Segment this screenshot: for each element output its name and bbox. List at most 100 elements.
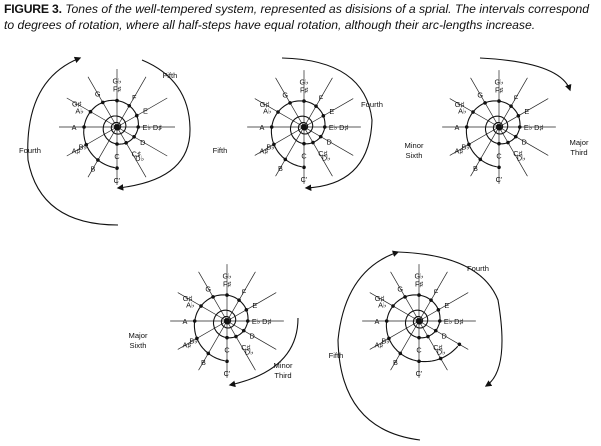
note-dot <box>115 166 119 170</box>
spiral-curve <box>83 99 139 169</box>
note-label: B <box>90 165 95 174</box>
interval-label-minor: Minor <box>405 141 424 150</box>
radial-line <box>449 126 500 156</box>
note-label: D♭ <box>135 154 144 163</box>
note-label: E♭ D♯ <box>444 317 464 326</box>
figure-number: FIGURE 3. <box>4 2 62 16</box>
interval-label-major: Major <box>570 138 589 147</box>
note-dot <box>513 134 518 139</box>
note-dot <box>302 99 306 103</box>
note-label: G <box>397 284 403 293</box>
note-label: G <box>95 90 101 99</box>
radial-line <box>498 126 528 177</box>
note-label: B <box>473 164 478 173</box>
interval-label-fourth: Fourth <box>19 146 41 155</box>
note-label: G <box>282 90 288 99</box>
note-label: D♭ <box>517 154 526 163</box>
interval-label-fifth: Fifth <box>163 71 178 80</box>
note-dot <box>516 114 521 118</box>
note-label: E <box>252 301 257 310</box>
note-label: F♯ <box>415 279 423 288</box>
note-dot <box>497 141 501 146</box>
interval-label-third: Third <box>570 148 587 157</box>
note-label: C <box>224 345 229 354</box>
note-label: C♯ <box>318 149 327 158</box>
note-dot <box>437 319 442 323</box>
center-point <box>114 124 120 130</box>
note-dot <box>302 141 306 146</box>
note-dot <box>136 125 140 129</box>
note-label: C <box>301 151 306 160</box>
interval-arrow <box>281 57 373 192</box>
note-dot <box>497 99 501 103</box>
note-dot <box>272 142 276 147</box>
note-label: G♯ <box>375 294 385 303</box>
note-label: A <box>72 123 77 132</box>
note-dot <box>417 359 421 364</box>
interval-label-sixth: Sixth <box>406 151 423 160</box>
note-label: A♯ <box>454 146 463 155</box>
note-label: G♭ <box>222 272 231 281</box>
note-label: D <box>250 332 255 341</box>
note-dot <box>478 157 483 162</box>
note-label: A <box>259 123 264 132</box>
radial-line <box>303 126 333 177</box>
note-label: A♯ <box>72 147 81 156</box>
note-label: C <box>416 345 421 354</box>
note-label: E♭ D♯ <box>252 317 272 326</box>
note-label: C♯ <box>513 149 522 158</box>
note-dot <box>211 295 215 299</box>
interval-label-third: Third <box>274 371 291 380</box>
note-label: C♯ <box>433 343 442 352</box>
note-dot <box>321 114 326 118</box>
note-label: G♭ <box>494 78 503 87</box>
note-label: B♭ <box>79 143 87 152</box>
figure-caption: FIGURE 3. Tones of the well-tempered sys… <box>4 1 600 33</box>
note-dot <box>195 336 199 341</box>
note-dot <box>384 319 389 323</box>
note-label: F <box>514 94 519 103</box>
note-label: F <box>132 93 137 102</box>
note-dot <box>234 334 238 339</box>
note-dot <box>403 295 407 299</box>
radial-line <box>116 126 168 157</box>
note-dot <box>302 165 306 170</box>
interval-label-fifth: Fifth <box>213 146 228 155</box>
caption-text: Tones of the well-tempered system, repre… <box>4 2 590 32</box>
note-label: F♯ <box>223 279 231 288</box>
radial-line <box>418 320 448 371</box>
note-dot <box>192 319 197 323</box>
note-dot <box>464 125 469 129</box>
radial-line <box>369 320 420 350</box>
note-dot <box>225 293 229 297</box>
note-label: A♯ <box>182 340 191 349</box>
note-label: D <box>327 138 332 147</box>
center-point <box>224 318 230 324</box>
note-label: B <box>278 164 283 173</box>
note-dot <box>225 359 229 364</box>
radial-line <box>66 126 118 157</box>
note-dot <box>244 308 249 312</box>
center-point <box>416 318 422 324</box>
note-dot <box>88 109 93 114</box>
note-label: D <box>442 332 447 341</box>
note-dot <box>517 125 522 129</box>
note-label: A♭ <box>458 107 466 116</box>
note-label: F♯ <box>113 85 121 94</box>
note-dot <box>509 104 513 108</box>
note-dot <box>237 298 241 302</box>
note-label: C♯ <box>132 149 141 158</box>
note-label: D♭ <box>322 154 331 163</box>
radial-line <box>177 320 228 350</box>
interval-label-minor: Minor <box>274 361 293 370</box>
note-dot <box>426 334 430 339</box>
note-dot <box>417 293 421 297</box>
note-label: D <box>140 138 145 147</box>
radial-line <box>275 126 305 177</box>
interval-arrow <box>228 317 299 388</box>
radial-line <box>226 320 277 350</box>
note-dot <box>457 342 462 347</box>
note-dot <box>391 304 395 308</box>
note-dot <box>483 101 487 105</box>
